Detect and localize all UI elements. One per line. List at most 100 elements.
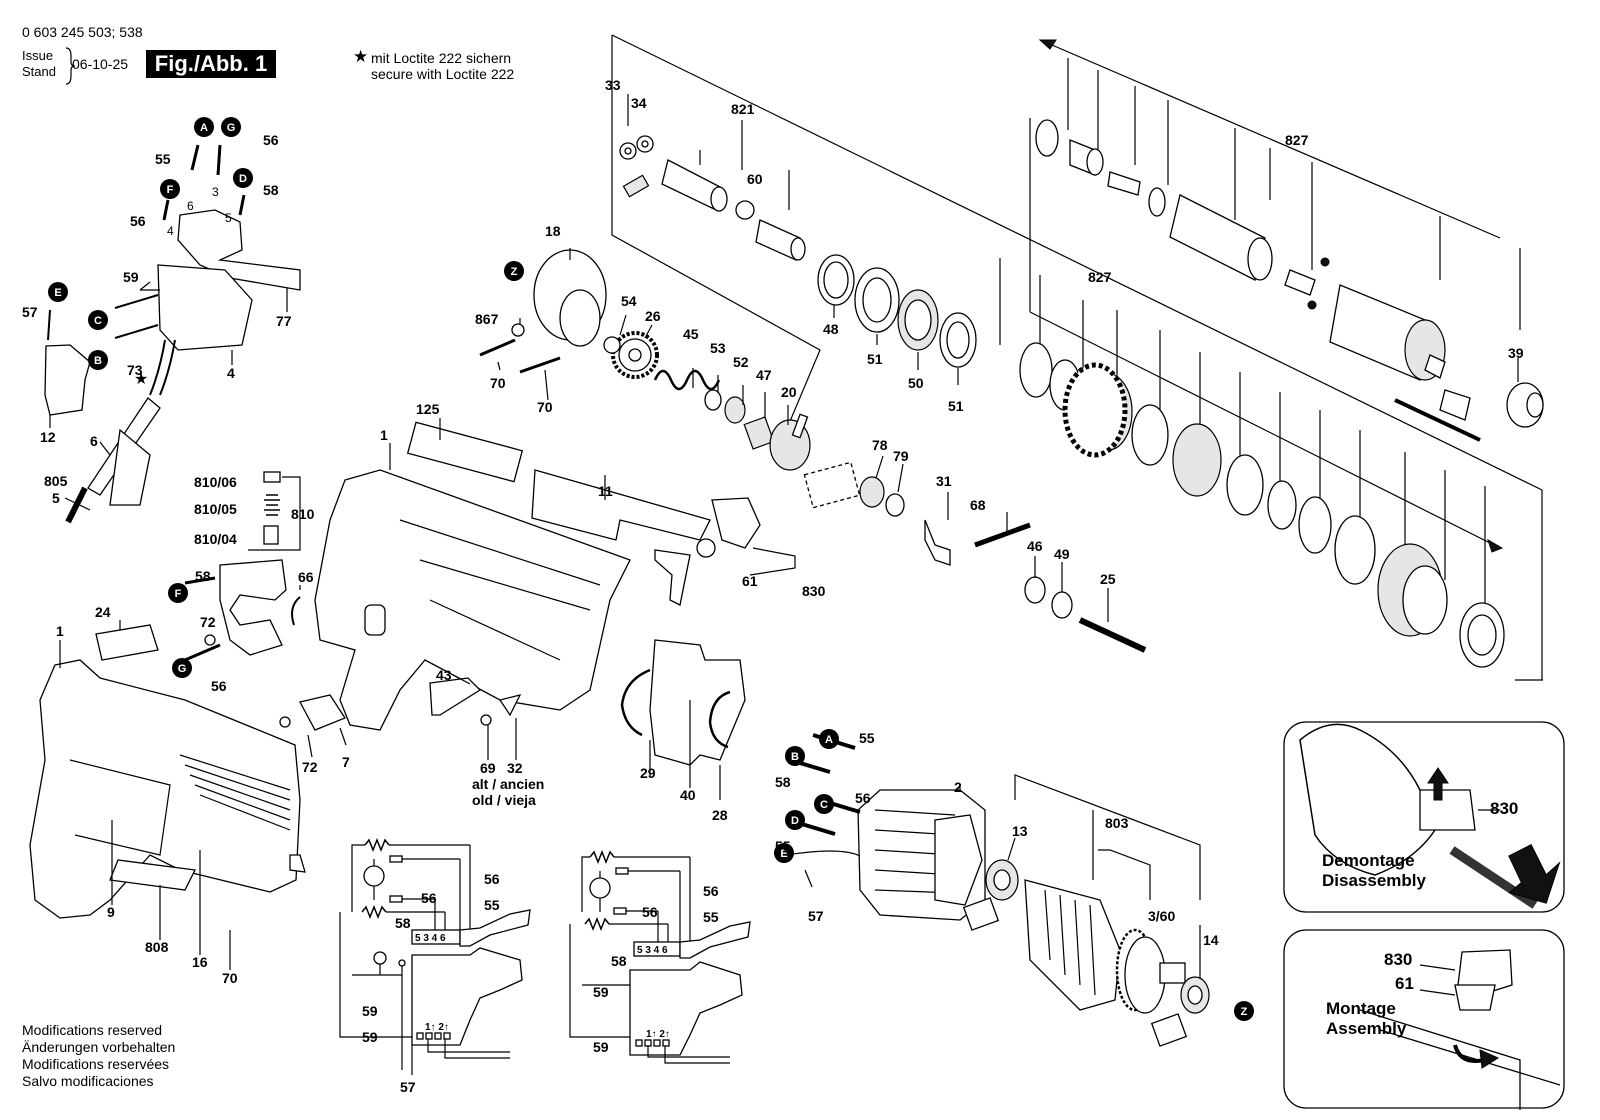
part-label: 26 (645, 308, 661, 324)
stand-label: Stand (22, 64, 56, 79)
part-label: 39 (1508, 345, 1524, 361)
svg-text:E: E (780, 848, 787, 860)
old-label-1: alt / ancien (472, 776, 544, 792)
part-label: 18 (545, 223, 561, 239)
svg-text:B: B (791, 751, 799, 763)
loctite-note-en: secure with Loctite 222 (371, 66, 515, 82)
part-label: 11 (598, 483, 613, 499)
disassembly-de: Demontage (1322, 851, 1415, 870)
part-label: 2 (954, 779, 962, 795)
part-label: 810 (291, 506, 315, 522)
assembly-de: Montage (1326, 999, 1396, 1018)
bubble-g-icon: G (172, 658, 192, 678)
wiring-label: 57 (400, 1079, 416, 1095)
part-label: 28 (712, 807, 728, 823)
assembly-en: Assembly (1326, 1019, 1407, 1038)
wiring-diagram-right (569, 849, 751, 1064)
part-label: 73 (127, 362, 143, 378)
part-label: 20 (781, 384, 797, 400)
part-label: 810/05 (194, 501, 237, 517)
part-label: 6 (187, 199, 194, 213)
inset-part-61: 61 (1395, 974, 1414, 993)
part-label: 810/04 (194, 531, 237, 547)
bubble-c-icon: C (814, 794, 834, 814)
gear-icon (611, 331, 659, 379)
bubble-f-icon: F (168, 583, 188, 603)
svg-text:F: F (167, 184, 174, 196)
part-label: 55 (775, 838, 791, 854)
wiring-label: 58 (611, 953, 627, 969)
part-label: 68 (970, 497, 986, 513)
wiring-label: 55 (484, 897, 500, 913)
assembly-inset (1283, 929, 1565, 1110)
part-label: 57 (808, 908, 824, 924)
part-label: 43 (436, 667, 452, 683)
part-label: 7 (342, 754, 350, 770)
bubble-b-icon: B (785, 746, 805, 766)
svg-text:A: A (200, 122, 208, 134)
housing-assembly (279, 421, 796, 766)
issue-label: Issue (22, 48, 54, 63)
svg-text:G: G (178, 663, 187, 675)
part-labels: 33 34 821 60 827 827 18 54 26 867 70 70 … (22, 77, 1524, 1095)
modifications-de: Änderungen vorbehalten (22, 1039, 176, 1055)
part-label: 77 (276, 313, 292, 329)
part-label: 803 (1105, 815, 1129, 831)
leader-lines (49, 248, 1519, 978)
part-label: 79 (893, 448, 909, 464)
part-label: 45 (683, 326, 699, 342)
inset-part-830: 830 (1384, 950, 1412, 969)
part-label: 5 (225, 211, 232, 225)
wiring-label: 59 (593, 1039, 609, 1055)
bubble-c-icon: C (88, 310, 108, 330)
brush-holder-assembly (184, 471, 301, 662)
part-label: 24 (95, 604, 111, 620)
motor-housing (29, 624, 306, 919)
part-label: 34 (631, 95, 647, 111)
svg-text:Z: Z (511, 266, 518, 278)
star-icon: ★ (353, 47, 369, 66)
part-label: 60 (747, 171, 763, 187)
part-label: 58 (195, 568, 211, 584)
bubble-a-icon: A (194, 117, 214, 137)
modifications-es: Salvo modificaciones (22, 1073, 154, 1089)
part-label: 805 (44, 473, 68, 489)
part-label: 53 (710, 340, 726, 356)
svg-text:C: C (820, 799, 828, 811)
gear-icon (1062, 362, 1128, 458)
switch-assembly: ★ (44, 144, 301, 524)
bubble-f-icon: F (160, 179, 180, 199)
part-label: 55 (859, 730, 875, 746)
part-label: 14 (1203, 932, 1219, 948)
part-label: 25 (1100, 571, 1116, 587)
motor-armature (779, 733, 1210, 1047)
wiring-diagram-left (339, 837, 531, 1075)
part-label: 54 (621, 293, 637, 309)
part-label: 69 (480, 760, 496, 776)
svg-text:B: B (94, 355, 102, 367)
wiring-label: 56 (484, 871, 500, 887)
inset-part-830: 830 (1490, 799, 1518, 818)
part-label: 52 (733, 354, 749, 370)
svg-text:D: D (239, 173, 247, 185)
part-label: 59 (123, 269, 139, 285)
wiring-label: 59 (362, 1029, 378, 1045)
part-label: 78 (872, 437, 888, 453)
svg-text:E: E (54, 287, 61, 299)
spindle-assembly (479, 34, 1544, 681)
letter-bubbles: A G F D E C B Z A B C D E Z F G (48, 117, 1254, 1021)
bubble-e-icon: E (774, 843, 794, 863)
part-label: 49 (1054, 546, 1070, 562)
part-label: 46 (1027, 538, 1043, 554)
part-label: 55 (155, 151, 171, 167)
part-label: 125 (416, 401, 440, 417)
part-label: 61 (742, 573, 758, 589)
wiring-label: 56 (642, 904, 658, 920)
svg-text:G: G (227, 122, 236, 134)
part-label: 867 (475, 311, 499, 327)
svg-text:F: F (175, 588, 182, 600)
modifications-note: Modifications reserved Änderungen vorbeh… (22, 1022, 175, 1090)
part-label: 56 (263, 132, 279, 148)
part-label: 4 (167, 224, 174, 238)
part-label: 1 (56, 623, 64, 639)
